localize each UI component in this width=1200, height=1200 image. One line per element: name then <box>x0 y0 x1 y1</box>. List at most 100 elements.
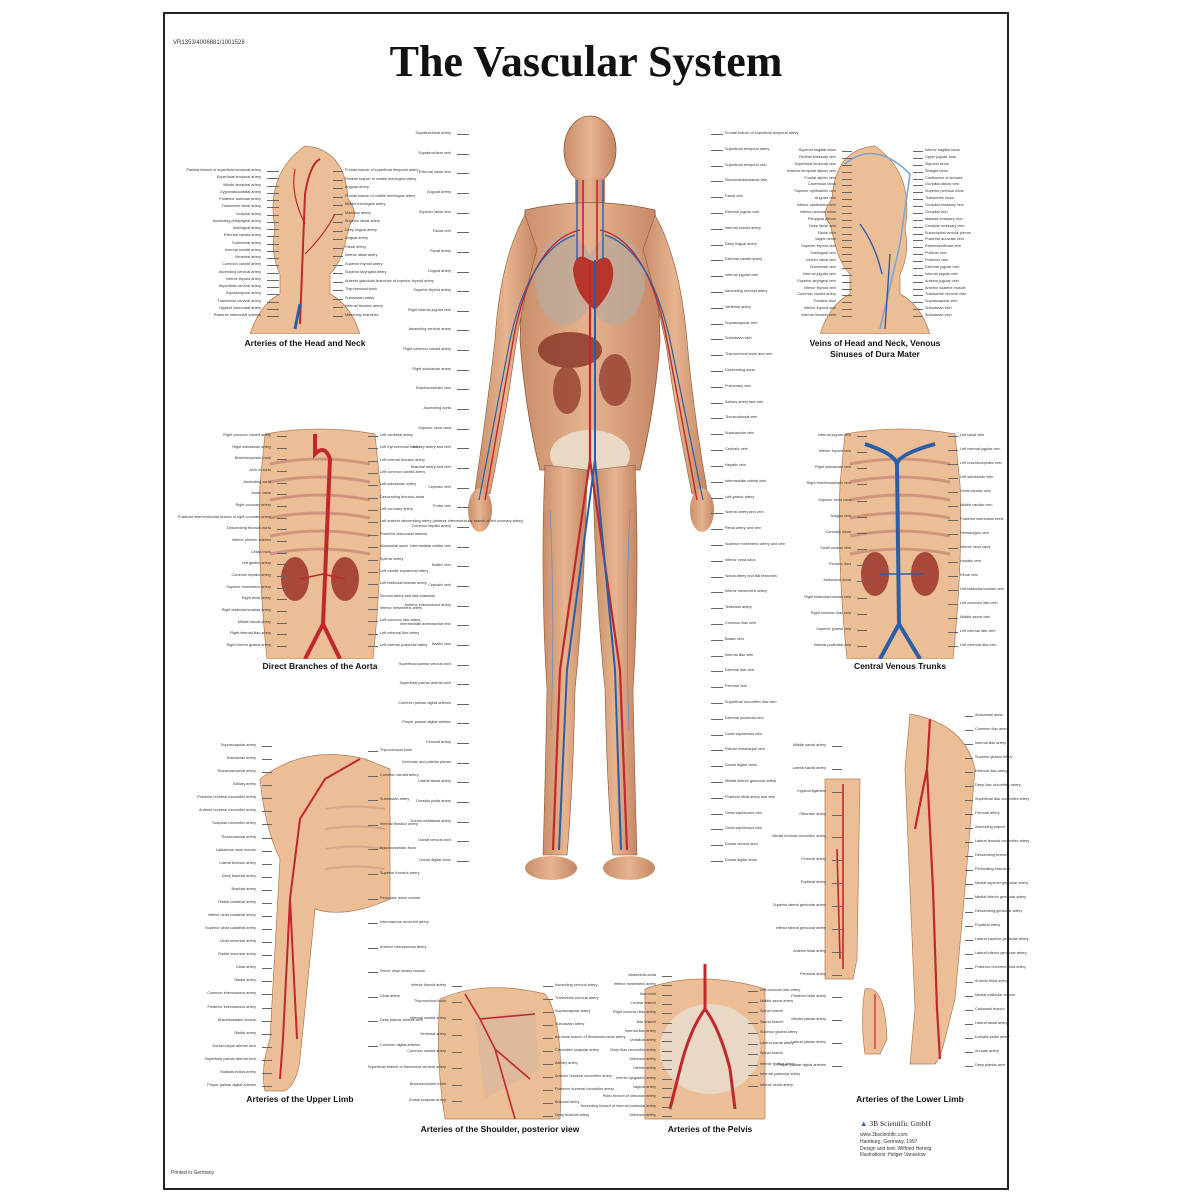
leader-line <box>368 448 378 450</box>
label: Radial collateral artery <box>218 899 256 904</box>
label: Left common iliac vein <box>960 601 998 605</box>
leader-line <box>662 985 672 987</box>
leader-line <box>333 247 343 249</box>
leader-line <box>368 584 378 586</box>
leader-line <box>368 608 378 610</box>
leader-line <box>277 517 287 519</box>
leader-line <box>711 592 723 594</box>
leader-line <box>913 240 923 242</box>
label: Frontal branch of superficial temporal a… <box>345 168 419 172</box>
label: Superficial palmar arterial arch <box>204 1056 257 1061</box>
leader-line <box>457 566 469 568</box>
label: Great saphenous vein <box>725 731 763 736</box>
leader-line <box>913 302 923 304</box>
label: Axillary artery and vein <box>725 399 764 404</box>
label: Inferior mesenteric artery <box>380 605 423 610</box>
leader-line <box>267 207 279 209</box>
label: Thyrocervical trunk and vein <box>725 352 773 357</box>
label: Dorsal scapular artery <box>408 1098 446 1102</box>
label: Uterine artery <box>632 1066 656 1071</box>
leader-line <box>267 185 279 187</box>
label: Middle sacral artery <box>760 998 794 1003</box>
label: Common digital arteries <box>380 1043 421 1047</box>
leader-line <box>368 947 378 949</box>
leader-line <box>262 902 272 904</box>
leader-line <box>842 219 852 221</box>
label: Pubic branch of obturator artery <box>602 1094 656 1099</box>
leader-line <box>965 1024 973 1025</box>
label: Inferior vena cava <box>725 557 756 562</box>
leader-line <box>333 213 343 215</box>
leader-line <box>262 1020 272 1022</box>
label: Superior labial vein <box>418 209 451 214</box>
label: Proper palmar digital arteries <box>402 720 451 725</box>
label: Superior thyroid artery <box>413 288 451 293</box>
label: Inferior phrenic arteries <box>231 538 271 542</box>
label: Transverse cervical vein <box>925 292 966 297</box>
leader-line <box>457 821 469 823</box>
label: Internal thoracic vein <box>800 313 836 317</box>
label: Inferior labial vein <box>806 258 836 262</box>
whole-body-illustration <box>468 115 714 880</box>
shoulder-illustration <box>437 987 562 1120</box>
label: Arch of aorta <box>249 468 271 472</box>
label: Popliteal artery <box>975 923 1001 927</box>
leader-line <box>262 798 272 800</box>
label: Frontal diploic vein <box>804 175 836 180</box>
label: Straight sinus <box>925 168 949 173</box>
leader-line <box>262 772 272 774</box>
leader-line <box>748 1001 758 1003</box>
label: Peroneal artery <box>800 971 826 976</box>
leader-line <box>262 1059 272 1061</box>
leader-line <box>711 497 723 499</box>
leader-line <box>262 942 272 944</box>
leader-line <box>857 468 867 470</box>
leader-line <box>457 703 469 705</box>
leader-line <box>457 743 469 745</box>
label: Left subclavian artery <box>380 482 417 487</box>
label: Superior thoracic artery <box>380 870 420 875</box>
label: Dorsal digital veins <box>725 763 757 768</box>
label: Posterior interosseous artery <box>207 1004 256 1009</box>
panel-aorta <box>255 424 385 659</box>
leader-line <box>457 841 469 843</box>
leader-line <box>368 1046 378 1047</box>
label: Subclavian artery <box>345 295 375 300</box>
brand-name: 3B Scientific GmbH <box>869 1119 931 1128</box>
label: Occipital artery <box>235 211 261 216</box>
label: Facial vein <box>725 194 744 199</box>
label: Lateral tarsal artery <box>418 779 451 784</box>
label: Common carotid artery <box>407 1048 446 1053</box>
label: Anterior tibial artery <box>975 979 1008 983</box>
label: Internal jugular vein <box>802 271 836 276</box>
caption-head-neck: Arteries of the Head and Neck <box>244 338 366 348</box>
label: Celiac trunk <box>250 549 271 554</box>
label: Brachiocephalic trunk <box>409 1081 446 1086</box>
leader-line <box>457 861 469 862</box>
leader-line <box>368 559 378 561</box>
label: Acromial branch of thoracoacromial arter… <box>555 1035 626 1039</box>
leader-line <box>368 522 378 524</box>
leader-line <box>711 323 723 325</box>
label: Hepatic vein <box>960 559 981 563</box>
label: Left coronary artery <box>380 507 413 512</box>
credit-line: Illustrations: Holger Vanselow <box>860 1152 926 1159</box>
label: Basilic vein <box>432 641 451 646</box>
leader-line <box>262 1007 272 1009</box>
label: Lateral tarsal artery <box>975 1021 1008 1025</box>
leader-line <box>277 541 287 542</box>
label: Superficial iliac circumflex artery <box>975 797 1030 801</box>
label: Frontal branch of superficial temporal a… <box>725 131 799 135</box>
label: Splenic artery <box>380 556 404 561</box>
credits: www.3bscientific.com Hamburg, Germany, 1… <box>860 1132 931 1159</box>
label: Inferior petrosal sinus <box>799 209 836 214</box>
leader-line <box>262 876 272 878</box>
leader-line <box>267 192 279 194</box>
leader-line <box>842 288 852 290</box>
leader-line <box>711 797 723 799</box>
leader-line <box>662 994 672 996</box>
leader-line <box>457 192 469 194</box>
label: Middle cardiac vein <box>960 503 993 507</box>
leader-line <box>711 386 723 388</box>
leader-line <box>965 1038 973 1039</box>
